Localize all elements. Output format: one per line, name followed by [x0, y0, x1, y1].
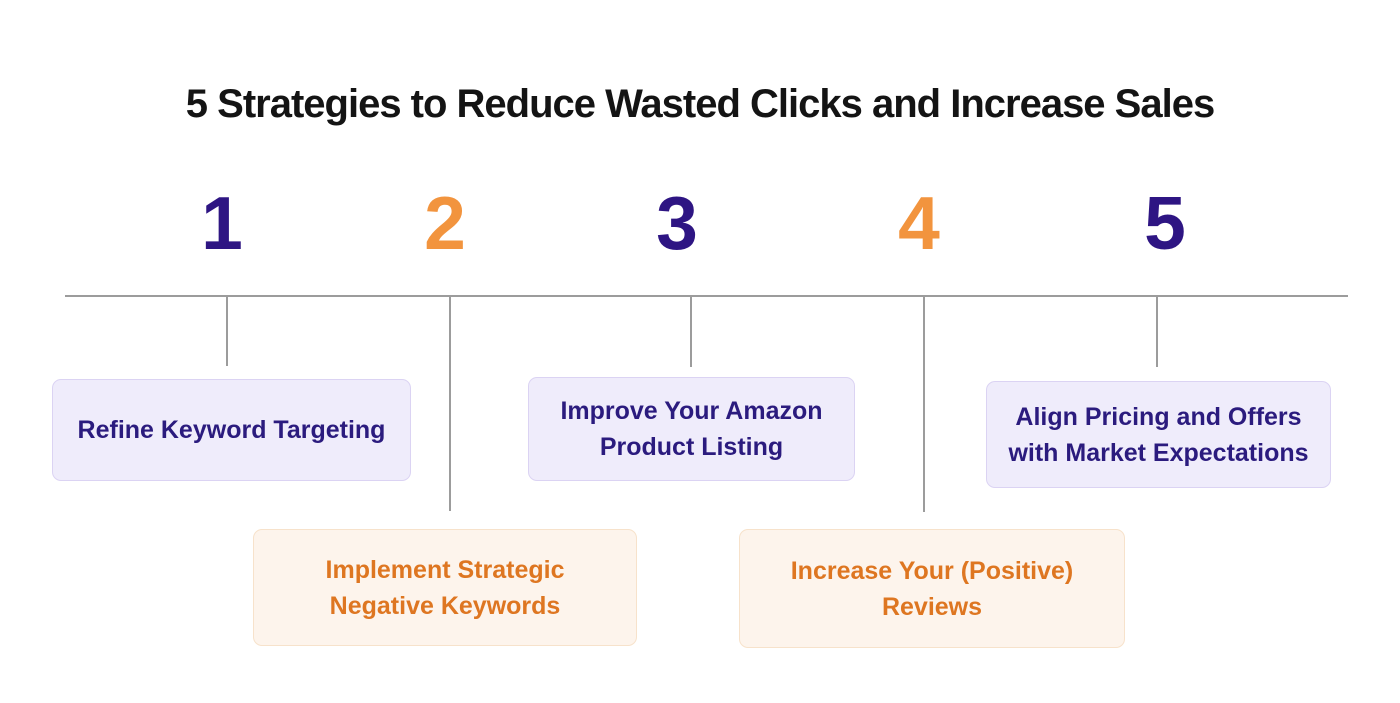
step-number-1: 1 [201, 181, 243, 265]
strategy-label-2: Implement Strategic Negative Keywords [325, 555, 565, 620]
strategy-card-2: Implement Strategic Negative Keywords [253, 529, 637, 646]
strategy-label-4: Increase Your (Positive) Reviews [790, 556, 1074, 621]
step-number-2: 2 [424, 181, 466, 265]
connector-line-5 [1156, 296, 1158, 367]
connector-line-3 [690, 296, 692, 367]
strategy-label-5: Align Pricing and Offers with Market Exp… [1008, 402, 1309, 467]
step-number-4: 4 [898, 181, 940, 265]
strategy-card-5: Align Pricing and Offers with Market Exp… [986, 381, 1331, 488]
strategy-card-3: Improve Your Amazon Product Listing [528, 377, 855, 481]
page-title: 5 Strategies to Reduce Wasted Clicks and… [185, 82, 1215, 126]
timeline-axis [65, 295, 1348, 297]
connector-line-2 [449, 296, 451, 511]
strategy-label-1: Refine Keyword Targeting [77, 416, 386, 444]
strategy-card-1: Refine Keyword Targeting [52, 379, 411, 481]
strategy-card-4: Increase Your (Positive) Reviews [739, 529, 1125, 648]
step-number-3: 3 [656, 181, 698, 265]
connector-line-4 [923, 296, 925, 512]
step-number-5: 5 [1144, 181, 1186, 265]
strategy-label-3: Improve Your Amazon Product Listing [560, 397, 823, 461]
connector-line-1 [226, 296, 228, 366]
